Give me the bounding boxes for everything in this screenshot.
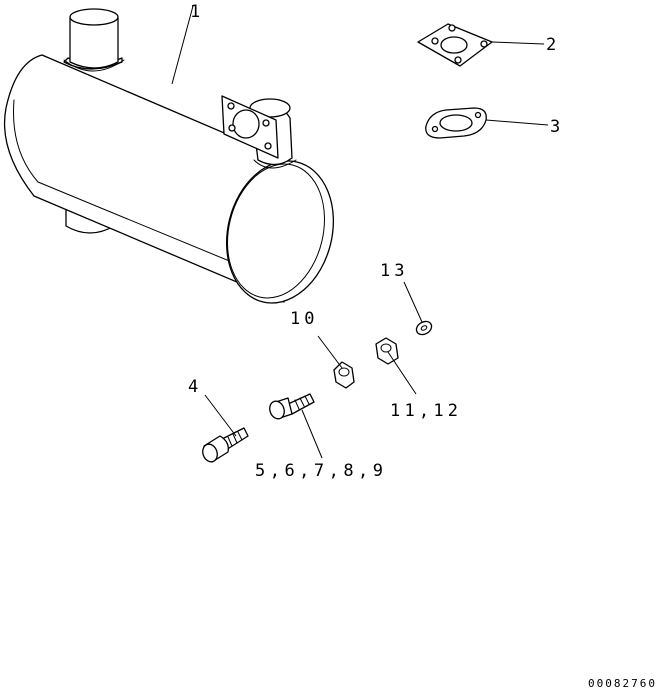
callout-3: 3 xyxy=(550,117,564,137)
elbow-outlet xyxy=(221,95,297,169)
inlet-pipe xyxy=(63,8,125,72)
callout-2: 2 xyxy=(546,35,560,55)
callout-4: 4 xyxy=(188,377,202,397)
nut-10 xyxy=(333,361,355,389)
gasket-flange xyxy=(417,23,493,67)
bolt-4 xyxy=(202,427,249,463)
leader-lines xyxy=(171,5,549,459)
muffler xyxy=(3,8,335,304)
nut-11-12 xyxy=(375,337,399,365)
callout-10: 10 xyxy=(290,309,318,329)
callout-13: 13 xyxy=(380,261,408,281)
callout-11-12: 11,12 xyxy=(390,401,462,421)
bolt-5-9 xyxy=(269,393,315,420)
callout-1: 1 xyxy=(190,2,204,22)
washer-13 xyxy=(415,320,433,336)
gasket-oval xyxy=(425,107,487,139)
callout-5-9: 5,6,7,8,9 xyxy=(255,461,387,481)
muffler-end-cap xyxy=(225,160,335,304)
drawing-number: 00082760 xyxy=(588,677,657,690)
